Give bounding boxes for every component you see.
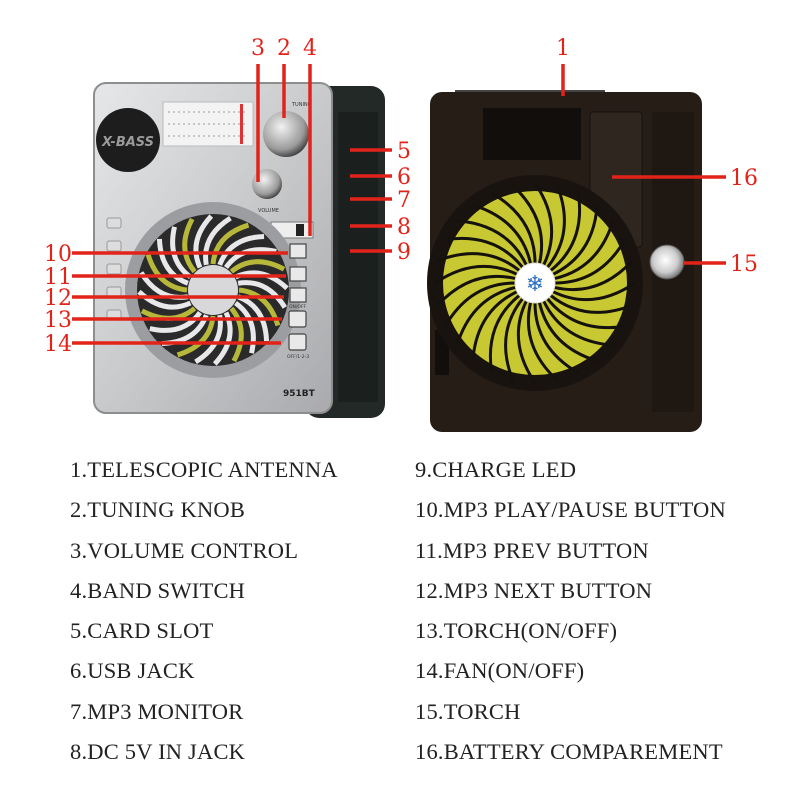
legend-item: 11.MP3 PREV BUTTON xyxy=(415,537,649,563)
fan-blade xyxy=(182,217,197,274)
legend-item: 9.CHARGE LED xyxy=(415,457,577,482)
fan-blade xyxy=(145,253,188,293)
fan-blade xyxy=(217,233,265,266)
callout-10: 10 xyxy=(44,242,72,267)
callout-14: 14 xyxy=(44,332,72,357)
fan-grille-wire xyxy=(552,281,636,302)
legend-item: 8.DC 5V IN JACK xyxy=(70,739,246,765)
fan-grille-wire xyxy=(456,219,528,266)
fan-grille-wire xyxy=(488,294,521,374)
fan-grille-wire xyxy=(554,220,615,281)
callout-12: 12 xyxy=(44,286,72,311)
legend-item: 15.TORCH xyxy=(415,698,521,724)
torch-lamp xyxy=(649,244,685,280)
fan-blade xyxy=(149,310,203,333)
callout-6: 6 xyxy=(397,165,411,190)
fan-grille-wire xyxy=(472,203,533,264)
product-illustration: X-BASS TUNING VOLUME ON/OFF OFF/1-2-3 9 xyxy=(44,36,758,432)
callout-2: 2 xyxy=(277,36,291,61)
fan-grille-wire xyxy=(526,302,559,382)
fan-grille-wire xyxy=(537,302,598,363)
fan-grille-wire xyxy=(434,264,518,285)
fan-grille-wire xyxy=(542,300,614,347)
model-label: 951BT xyxy=(283,389,316,399)
legend-item: 4.BAND SWITCH xyxy=(70,577,246,603)
callout-3: 3 xyxy=(251,36,265,61)
fan-grille-wire xyxy=(444,236,524,269)
fan-grille-wire xyxy=(549,294,634,314)
legend-item: 13.TORCH(ON/OFF) xyxy=(415,618,618,644)
fan-grille-wire xyxy=(533,302,580,375)
legend-item: 14.FAN(ON/OFF) xyxy=(415,658,585,684)
tuning-label: TUNING xyxy=(291,102,312,108)
callout-8: 8 xyxy=(397,215,411,240)
fan-grille-wire xyxy=(443,281,516,328)
speaker-grille xyxy=(96,108,160,172)
legend-item: 12.MP3 NEXT BUTTON xyxy=(415,577,653,603)
legend-item: 5.CARD SLOT xyxy=(70,618,214,644)
prev-button[interactable] xyxy=(289,266,307,282)
fan-blade xyxy=(203,215,232,266)
front-fan-hub xyxy=(188,265,238,315)
fan-grille-wire xyxy=(546,297,626,330)
fan-grille-wire xyxy=(471,290,518,362)
legend-item: 10.MP3 PLAY/PAUSE BUTTON xyxy=(415,497,726,523)
callout-numbers: 1 2 3 4 5 6 7 8 9 10 11 12 13 14 15 16 xyxy=(44,36,758,357)
fan-button[interactable] xyxy=(288,333,307,351)
fan-grille-wire xyxy=(490,191,537,264)
brand-logo: X-BASS xyxy=(101,135,154,150)
fan-grille-wire xyxy=(549,192,582,272)
legend-item: 3.VOLUME CONTROL xyxy=(70,537,299,563)
torch-button[interactable] xyxy=(288,310,307,328)
fan-grille-wire xyxy=(516,300,537,384)
fan-grille-wire xyxy=(511,184,544,264)
fan-grille-wire xyxy=(546,184,566,269)
fan-blade xyxy=(170,226,193,280)
legend-item: 2.TUNING KNOB xyxy=(70,497,246,523)
fan-grille-wire xyxy=(504,297,524,382)
fan-blade xyxy=(212,311,233,366)
fan-blade xyxy=(229,306,244,363)
snowflake-icon: ❄ xyxy=(526,271,544,296)
callout-15: 15 xyxy=(730,252,758,277)
torch-button-label: ON/OFF xyxy=(289,304,307,310)
legend-item: 6.USB JACK xyxy=(70,658,195,684)
fan-grille-wire xyxy=(436,252,521,272)
fan-grille-wire xyxy=(436,274,516,307)
fan-blade xyxy=(210,222,250,265)
legend-item: 16.BATTERY COMPAREMENT xyxy=(415,739,723,765)
fan-button-label: OFF/1-2-3 xyxy=(287,354,309,360)
callout-16: 16 xyxy=(730,166,758,191)
fan-blade xyxy=(229,259,286,274)
callout-13: 13 xyxy=(44,308,72,333)
fan-grille-wire xyxy=(554,238,627,285)
fan-grille-wire xyxy=(455,285,516,346)
callout-9: 9 xyxy=(397,240,411,265)
callout-11: 11 xyxy=(44,265,72,290)
fan-blade xyxy=(156,238,189,286)
fan-grille-wire xyxy=(552,204,599,276)
legend-item: 1.TELESCOPIC ANTENNA xyxy=(70,457,338,482)
fan-blade xyxy=(237,280,288,309)
callout-4: 4 xyxy=(303,36,317,61)
legend-left-column: 1.TELESCOPIC ANTENNA 2.TUNING KNOB 3.VOL… xyxy=(70,452,338,774)
fan-blade xyxy=(193,214,214,269)
back-device: ❄ xyxy=(427,90,702,432)
legend-right-column: 9.CHARGE LED 10.MP3 PLAY/PAUSE BUTTON 11… xyxy=(415,452,726,774)
callout-5: 5 xyxy=(397,139,411,164)
fan-grille-wire xyxy=(533,182,554,266)
tuning-knob[interactable] xyxy=(263,111,309,157)
callout-lines xyxy=(72,64,726,345)
legend-item: 7.MP3 MONITOR xyxy=(70,698,244,724)
fan-grille-wire xyxy=(554,259,634,292)
volume-label: VOLUME xyxy=(258,208,279,214)
callout-7: 7 xyxy=(397,188,411,213)
front-device: X-BASS TUNING VOLUME ON/OFF OFF/1-2-3 9 xyxy=(93,82,385,418)
callout-1: 1 xyxy=(556,36,570,61)
next-button[interactable] xyxy=(289,287,307,303)
play-pause-button[interactable] xyxy=(289,243,307,259)
fan-blade xyxy=(233,300,256,354)
